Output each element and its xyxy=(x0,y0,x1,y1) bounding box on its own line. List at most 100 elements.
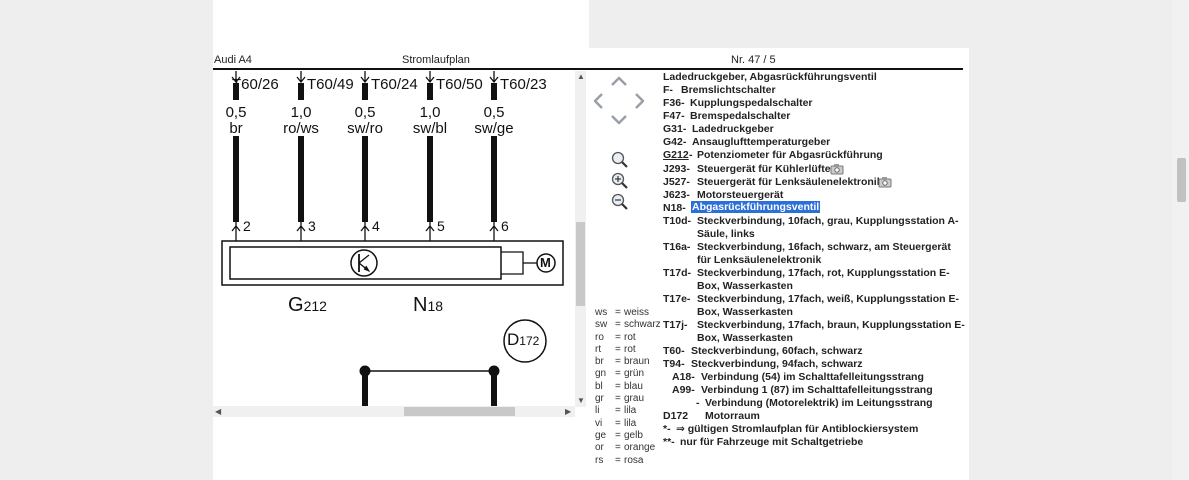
component-code-f47: F47- xyxy=(663,110,685,122)
nav-up-icon[interactable] xyxy=(610,73,628,91)
zoom-out-icon[interactable] xyxy=(610,192,628,210)
diagram-horizontal-scrollbar-thumb[interactable] xyxy=(404,407,515,416)
legend-row: vi=lila xyxy=(595,418,665,430)
legend-name: gelb xyxy=(624,429,643,441)
legend-equals: = xyxy=(615,343,621,355)
wire-color-5: sw/ge xyxy=(474,120,514,137)
zoom-fit-icon[interactable] xyxy=(610,150,628,168)
legend-row: rs=rosa xyxy=(595,455,665,467)
pin-number-5: 6 xyxy=(501,218,509,234)
legend-code: sw xyxy=(595,319,608,331)
component-text-t16a-cont: für Lenksäulenelektronik xyxy=(697,254,822,266)
legend-code: rt xyxy=(595,343,602,355)
scroll-right-arrow[interactable]: ▶ xyxy=(565,407,572,416)
wire-gauge-1: 0,5 xyxy=(225,104,247,121)
legend-equals: = xyxy=(615,307,621,318)
legend-row: gr=grau xyxy=(595,393,665,405)
legend-name: weiss xyxy=(624,307,650,318)
legend-equals: = xyxy=(615,331,621,343)
legend-row: ro =rot xyxy=(595,332,665,344)
scroll-down-arrow[interactable]: ▼ xyxy=(577,396,585,405)
nav-right-icon[interactable] xyxy=(628,92,646,110)
component-text-t17d-cont: Box, Wasserkasten xyxy=(697,280,793,292)
legend-code: ge xyxy=(595,429,607,441)
component-text-t17j-cont: Box, Wasserkasten xyxy=(697,332,793,344)
nav-down-icon[interactable] xyxy=(610,111,628,129)
pin-number-2: 3 xyxy=(308,218,316,234)
component-code-dash: - xyxy=(696,397,700,409)
legend-code: vi xyxy=(595,417,603,429)
component-text-t16a: Steckverbindung, 16fach, schwarz, am Ste… xyxy=(697,241,951,253)
legend-name: braun xyxy=(624,356,650,368)
pin-number-3: 4 xyxy=(372,218,380,234)
component-text-t17j: Steckverbindung, 17fach, braun, Kupplung… xyxy=(697,319,965,331)
camera-icon[interactable] xyxy=(830,163,844,175)
component-code-t60: T60- xyxy=(663,345,685,357)
legend-name: lila xyxy=(624,405,637,417)
legend-name: rot xyxy=(624,343,636,355)
legend-code: ro xyxy=(595,331,604,343)
component-text-t17e: Steckverbindung, 17fach, weiß, Kupplungs… xyxy=(697,293,959,305)
component-code-d172: D172 xyxy=(663,410,689,422)
component-text-note2: nur für Fahrzeuge mit Schaltgetriebe xyxy=(680,436,864,448)
motor-symbol: M xyxy=(540,255,551,270)
legend-code: bl xyxy=(595,380,603,392)
legend-equals: = xyxy=(615,393,621,405)
top-gray-strip xyxy=(589,0,969,48)
connector-label-2: T60/49 xyxy=(307,76,354,93)
left-gray-panel xyxy=(0,0,213,480)
legend-row: gn=grün xyxy=(595,368,665,380)
wiring-diagram-viewport[interactable]: T60/26 T60/49 T60/24 T60/50 T60/23 0,5 1… xyxy=(213,71,575,406)
component-text-t17d: Steckverbindung, 17fach, rot, Kupplungss… xyxy=(697,267,950,279)
legend-row: ge=gelb xyxy=(595,430,665,442)
component-code-g42: G42- xyxy=(663,136,687,148)
connector-label-4: T60/50 xyxy=(436,76,483,93)
wire-color-3: sw/ro xyxy=(347,120,383,137)
scroll-up-arrow[interactable]: ▲ xyxy=(577,72,585,81)
legend-equals: = xyxy=(615,380,621,392)
component-text-a18: Verbindung (54) im Schalttafelleitungsst… xyxy=(701,371,924,383)
component-code-n18: N18- xyxy=(663,202,686,214)
legend-name: blau xyxy=(624,380,643,392)
legend-equals: = xyxy=(615,405,621,417)
scroll-left-arrow[interactable]: ◀ xyxy=(215,407,222,416)
component-code-t17e: T17e- xyxy=(663,293,691,305)
wiring-diagram-svg xyxy=(221,71,564,406)
component-code-f36: F36- xyxy=(663,97,685,109)
legend-row: bl =blau xyxy=(595,381,665,393)
component-text-n18-highlighted[interactable]: Abgasrückführungsventil xyxy=(691,201,821,213)
component-text-d172: Motorraum xyxy=(705,410,760,422)
component-n18-label: N18 xyxy=(413,294,444,316)
connector-label-5: T60/23 xyxy=(500,76,547,93)
component-text-t10d: Steckverbindung, 10fach, grau, Kupplungs… xyxy=(697,215,959,227)
component-code-t94: T94- xyxy=(663,358,685,370)
component-text-a99: Verbindung 1 (87) im Schalttafelleitungs… xyxy=(701,384,933,396)
connector-label-3: T60/24 xyxy=(371,76,418,93)
legend-row: sw=schwarz xyxy=(595,319,665,331)
component-text-t10d-cont: Säule, links xyxy=(697,228,755,240)
component-code-t17d: T17d- xyxy=(663,267,692,279)
page-scrollbar[interactable] xyxy=(1172,0,1189,480)
component-code-j527: J527- xyxy=(663,176,690,188)
component-text-t94: Steckverbindung, 94fach, schwarz xyxy=(691,358,863,370)
legend-code: li xyxy=(595,405,600,417)
legend-name: rot xyxy=(624,331,636,343)
component-text-j623: Motorsteuergerät xyxy=(697,189,784,201)
diagram-horizontal-scrollbar[interactable] xyxy=(213,406,575,417)
legend-row: br=braun xyxy=(595,356,665,368)
zoom-in-icon[interactable] xyxy=(610,171,628,189)
camera-icon[interactable] xyxy=(878,176,892,188)
diagram-vertical-scrollbar-thumb[interactable] xyxy=(576,222,585,306)
nav-left-icon[interactable] xyxy=(592,92,610,110)
page-scrollbar-thumb[interactable] xyxy=(1177,158,1186,202)
legend-name: orange xyxy=(624,442,656,454)
component-text-note1: ⇒ gültigen Stromlaufplan für Antiblockie… xyxy=(676,423,919,435)
header-page-number: Nr. 47 / 5 xyxy=(731,54,776,66)
right-gray-panel xyxy=(969,0,1172,480)
navigation-pad xyxy=(593,76,645,125)
component-link-g212[interactable]: G212 xyxy=(663,149,689,161)
component-text-j527: Steuergerät für Lenksäulenelektronik xyxy=(697,176,883,188)
legend-code: gr xyxy=(595,393,604,405)
component-text-f36: Kupplungspedalschalter xyxy=(690,97,813,109)
